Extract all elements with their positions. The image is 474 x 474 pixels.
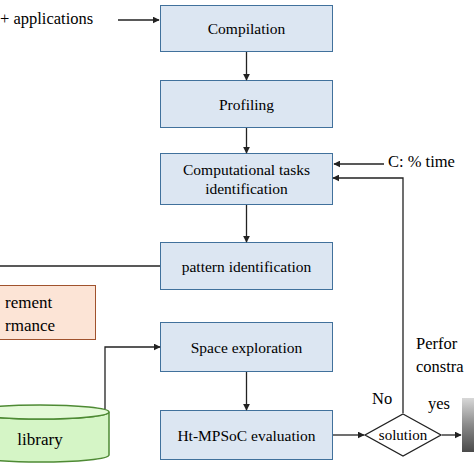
node-text: Compilation (208, 19, 286, 38)
flow-connector (246, 128, 247, 153)
process-box: Compilation (160, 5, 333, 52)
edge-label: No (372, 389, 392, 409)
process-box: Ht-MPSoC evaluation (160, 410, 333, 460)
process-box: Profiling (160, 80, 333, 128)
flow-connector (246, 205, 247, 242)
node-text: pattern identification (182, 257, 312, 276)
process-box: pattern identification (160, 242, 333, 290)
result-photo (462, 398, 474, 452)
annotation-label: + applications (0, 9, 93, 29)
process-box: Space exploration (160, 322, 333, 372)
node-text: solution (379, 427, 427, 444)
flow-connector (333, 434, 364, 435)
node-text: Space exploration (191, 338, 302, 357)
flow-connector (105, 347, 160, 409)
node-text: library (17, 430, 62, 450)
library-cylinder: library (0, 405, 110, 463)
decision-diamond: solution (364, 413, 442, 457)
flow-connector (246, 52, 247, 80)
annotation-label: constra (416, 357, 464, 377)
flow-connector (333, 178, 403, 413)
node-text: Profiling (219, 95, 274, 114)
annotation-label: C: % time (388, 152, 455, 172)
node-text: Computational tasks identification (167, 160, 326, 198)
node-text: rement rmance (5, 291, 75, 337)
input-arrow (118, 19, 159, 20)
requirement-box: rement rmance (0, 285, 96, 340)
cylinder-lid (0, 405, 109, 419)
flow-connector (246, 372, 247, 410)
annotation-label: Perfor (416, 334, 457, 354)
node-text: Ht-MPSoC evaluation (177, 426, 315, 445)
input-arrow (334, 163, 384, 164)
leader-line (0, 265, 160, 266)
output-arrow (442, 434, 461, 435)
diamond-shape (365, 414, 441, 456)
process-box: Computational tasks identification (160, 153, 333, 205)
annotation-label: yes (428, 394, 450, 414)
